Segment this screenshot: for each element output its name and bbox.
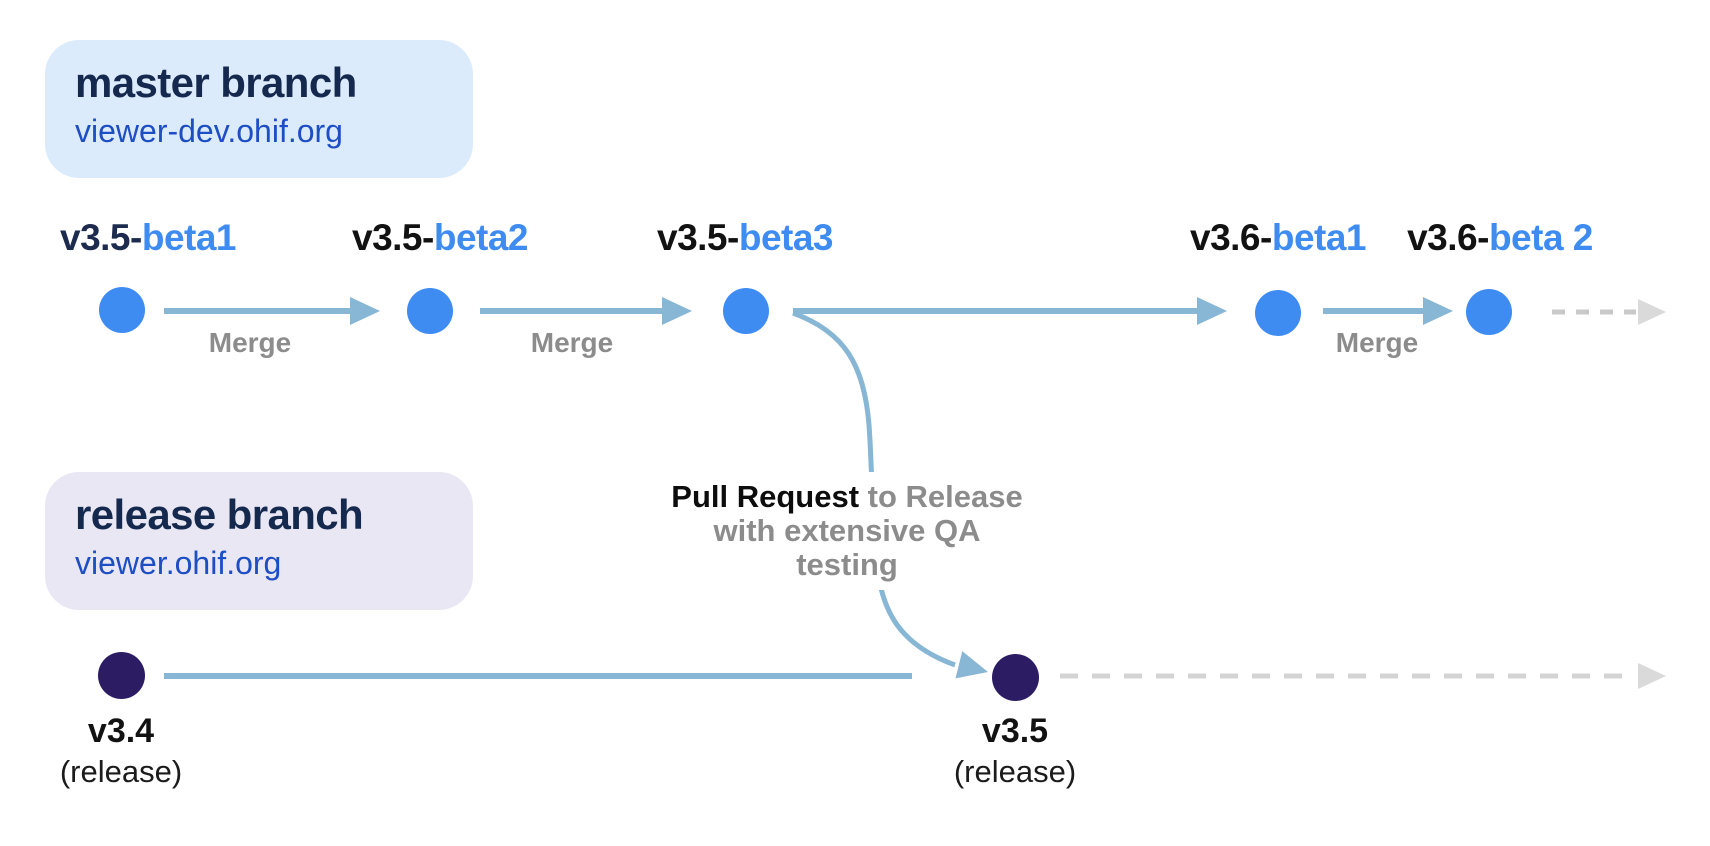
commit-node-v3.6-beta1	[1255, 290, 1301, 336]
release-node-v3.5	[992, 654, 1039, 701]
commit-label-v3.6-beta1: v3.6-beta1	[1118, 218, 1438, 258]
pull-request-note-line2: with extensive QA testing	[713, 513, 981, 582]
release-version: v3.5	[981, 712, 1049, 750]
commit-version-suffix: beta1	[141, 217, 237, 258]
commit-version-prefix: v3.5-	[352, 217, 434, 258]
release-branch-url: viewer.ohif.org	[75, 545, 282, 581]
commit-node-v3.5-beta3	[723, 288, 769, 334]
release-future-arrowhead	[1638, 663, 1666, 689]
commit-version-prefix: v3.6-	[1407, 217, 1489, 258]
commit-version-suffix: beta1	[1271, 217, 1367, 258]
release-sub: (release)	[953, 754, 1077, 789]
merge-label-3: Merge	[1335, 327, 1419, 358]
merge-arrowhead-3	[1423, 297, 1453, 325]
release-sub: (release)	[59, 754, 183, 789]
commit-version-suffix: beta2	[433, 217, 529, 258]
merge-label-2: Merge	[530, 327, 614, 358]
commit-node-v3.6-beta2	[1466, 289, 1512, 335]
commit-label-v3.5-beta1: v3.5-beta1	[0, 218, 308, 258]
release-branch-box: release branch viewer.ohif.org	[45, 472, 473, 610]
release-label-v3.5: v3.5 (release)	[895, 712, 1135, 790]
master-future-arrowhead	[1638, 299, 1666, 325]
commit-label-v3.5-beta3: v3.5-beta3	[585, 218, 905, 258]
merge-arrowhead-1	[350, 297, 380, 325]
commit-version-prefix: v3.5-	[60, 217, 142, 258]
release-label-v3.4: v3.4 (release)	[1, 712, 241, 790]
merge-arrowhead-2	[662, 297, 692, 325]
commit-node-v3.5-beta1	[99, 287, 145, 333]
pull-request-note-line1: Pull Request to Release	[666, 480, 1028, 514]
master-branch-box: master branch viewer-dev.ohif.org	[45, 40, 473, 178]
commit-label-v3.6-beta2: v3.6-beta 2	[1340, 218, 1660, 258]
pull-request-note: Pull Request to Release with extensive Q…	[666, 472, 1028, 590]
commit-version-suffix: beta3	[738, 217, 834, 258]
pull-request-arrowhead	[955, 651, 988, 679]
master-branch-url: viewer-dev.ohif.org	[75, 113, 343, 149]
commit-version-prefix: v3.5-	[657, 217, 739, 258]
merge-label-1: Merge	[208, 327, 292, 358]
master-branch-title: master branch	[75, 59, 357, 106]
pull-request-note-rest: to Release	[859, 479, 1023, 514]
release-version: v3.4	[87, 712, 155, 750]
master-long-arrowhead	[1197, 297, 1227, 325]
commit-node-v3.5-beta2	[407, 288, 453, 334]
commit-label-v3.5-beta2: v3.5-beta2	[280, 218, 600, 258]
release-node-v3.4	[98, 652, 145, 699]
commit-version-suffix: beta 2	[1488, 217, 1593, 258]
release-branch-title: release branch	[75, 491, 364, 538]
pull-request-note-bold: Pull Request	[671, 479, 860, 514]
commit-version-prefix: v3.6-	[1190, 217, 1272, 258]
